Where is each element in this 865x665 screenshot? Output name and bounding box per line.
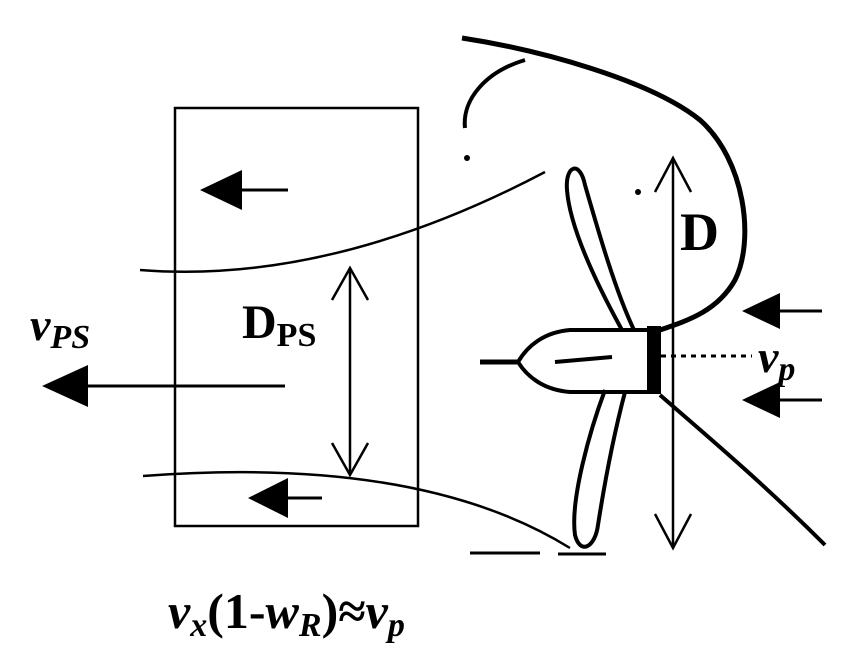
inflow-arrow-lower <box>742 382 822 418</box>
propeller-blade-upper <box>564 166 636 331</box>
lower-streamline <box>142 470 571 550</box>
flow-arrow-upper-inside <box>200 170 288 210</box>
flow-arrow-middle <box>42 365 285 407</box>
inflow-arrow-upper <box>742 293 822 329</box>
propeller-blade-lower <box>572 389 627 549</box>
label-d-ps: DPS <box>242 296 316 354</box>
equation-label: vx(1-wR)≈vp <box>168 583 405 644</box>
hull-dot-2 <box>635 189 641 195</box>
shaft-flange <box>647 326 661 394</box>
hull-lower-line <box>658 393 827 547</box>
hull-stern-inner <box>462 58 526 129</box>
slipstream-box <box>173 106 420 528</box>
label-v-ps: vPS <box>30 299 90 356</box>
label-v-p: vp <box>758 331 795 388</box>
d-dimension-arrow <box>653 155 693 551</box>
hull-stern-curve <box>461 35 748 333</box>
dps-dimension-arrow <box>330 265 370 478</box>
label-d: D <box>680 202 719 262</box>
hub-inner-line <box>554 355 613 364</box>
hull-dot <box>464 155 470 161</box>
upper-streamline <box>139 170 546 273</box>
flow-arrow-lower-inside <box>248 478 322 518</box>
